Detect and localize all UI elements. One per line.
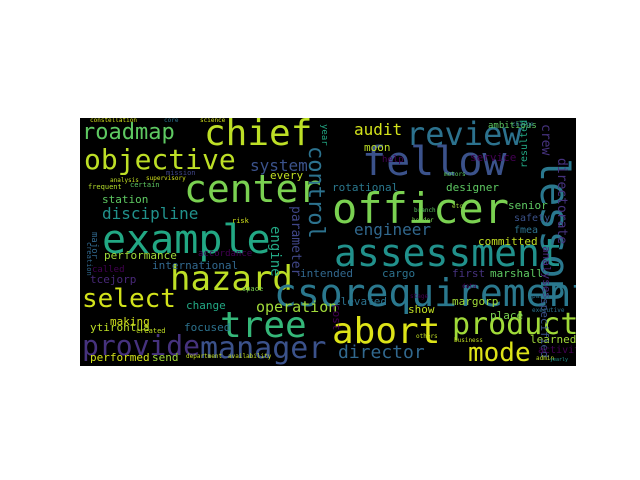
word-objective: objective xyxy=(84,143,236,176)
word-space: space xyxy=(242,285,264,293)
word-analyses: analyses xyxy=(540,246,553,299)
word-motors: motors xyxy=(444,171,466,178)
word-learned: learned xyxy=(530,333,576,346)
word-frequent: frequent xyxy=(88,183,122,191)
word-availability: availability xyxy=(228,353,272,360)
word-department: department xyxy=(186,353,223,360)
word-mode: mode xyxy=(468,338,531,366)
word-operation: operation xyxy=(256,298,338,316)
word-called: called xyxy=(92,265,125,275)
word-data: data xyxy=(462,283,477,290)
word-margorp: margorp xyxy=(452,295,499,308)
word-provide: provide xyxy=(82,329,201,362)
word-change: change xyxy=(186,299,226,312)
word-crew: crew xyxy=(538,124,553,156)
word-science: science xyxy=(200,118,226,124)
word-first: first xyxy=(452,267,486,280)
word-yearly: yearly xyxy=(550,357,569,363)
word-roadmap: roadmap xyxy=(82,120,175,145)
word-hazard: hazard xyxy=(170,259,293,299)
word-system: system xyxy=(250,156,308,175)
word-rotational: rotational xyxy=(332,181,399,194)
word-station: station xyxy=(102,193,149,206)
word-etc: etc xyxy=(452,203,463,210)
word-making: making xyxy=(110,315,150,328)
word-select: select xyxy=(82,284,176,314)
word-performance: performance xyxy=(104,249,177,262)
word-product: product xyxy=(452,307,576,342)
word-core: core xyxy=(164,118,179,124)
word-constellation: constellation xyxy=(90,118,137,124)
word-holder: holder xyxy=(412,217,434,224)
word-activity: activity xyxy=(538,345,576,356)
word-parameter: parameter xyxy=(288,206,303,277)
word-tcejorp: tcejorp xyxy=(90,273,137,286)
word-business: business xyxy=(454,337,483,344)
word-performed: performed xyxy=(90,351,150,364)
word-discipline: discipline xyxy=(102,204,199,223)
word-risk: risk xyxy=(232,217,249,225)
word-ambitious: ambitious xyxy=(488,121,537,131)
word-director: director xyxy=(338,342,425,363)
word-intended: intended xyxy=(300,267,353,280)
word-send: send xyxy=(152,351,179,364)
word-audit: audit xyxy=(354,120,403,139)
word-engine: engine xyxy=(267,226,283,277)
word-tree: tree xyxy=(220,305,307,346)
word-safety: safety xyxy=(514,213,551,224)
word-abort: abort xyxy=(332,311,441,352)
word-focused: focused xyxy=(184,321,231,334)
word-show: show xyxy=(408,303,435,316)
word-panel: panel xyxy=(532,293,551,300)
word-cloud: roadmap chief review fellow objective ce… xyxy=(80,118,576,366)
word-supervisory: supervisory xyxy=(146,175,186,182)
word-ytirohtua: ytirohtua xyxy=(90,321,150,334)
word-cost: cost xyxy=(330,304,343,331)
word-every: every xyxy=(270,169,304,182)
word-others: others xyxy=(416,333,438,340)
word-creation: creation xyxy=(85,242,93,276)
word-center: center xyxy=(184,167,322,211)
word-marshall: marshall xyxy=(490,267,543,280)
word-manager: manager xyxy=(200,331,327,366)
word-directorate: directorate xyxy=(554,158,569,245)
word-committed: committed xyxy=(478,235,538,248)
word-senior: senior xyxy=(508,199,548,212)
word-fmea: fmea xyxy=(514,225,539,236)
word-moon: moon xyxy=(364,141,391,154)
word-designer: designer xyxy=(446,181,499,194)
word-engineer: engineer xyxy=(354,220,432,239)
word-review: review xyxy=(406,118,522,153)
word-international: international xyxy=(152,259,239,272)
word-admin: admin xyxy=(536,355,555,362)
word-place: place xyxy=(490,309,524,322)
word-created: created xyxy=(136,327,166,335)
word-branch: branch xyxy=(414,207,436,214)
word-analysis: analysis xyxy=(110,177,139,184)
word-assessment: assessment xyxy=(334,231,563,275)
word-fellow: fellow xyxy=(362,139,507,185)
word-cargo: cargo xyxy=(382,267,416,280)
word-officer: officer xyxy=(332,184,510,233)
word-executive: executive xyxy=(532,307,565,314)
word-chief: chief xyxy=(204,118,313,154)
word-accordance: accordance xyxy=(198,249,253,259)
word-service: service xyxy=(470,151,517,164)
word-certain: certain xyxy=(130,181,160,189)
word-stage: stage xyxy=(410,293,429,300)
word-year: year xyxy=(319,124,329,146)
word-mission: mission xyxy=(166,169,196,177)
word-elevated: elevated xyxy=(334,295,387,308)
word-help: help xyxy=(382,155,404,165)
word-example: example xyxy=(102,217,271,263)
word-charge: charge xyxy=(512,121,534,128)
word-csorequirement: csorequirement xyxy=(274,271,576,315)
